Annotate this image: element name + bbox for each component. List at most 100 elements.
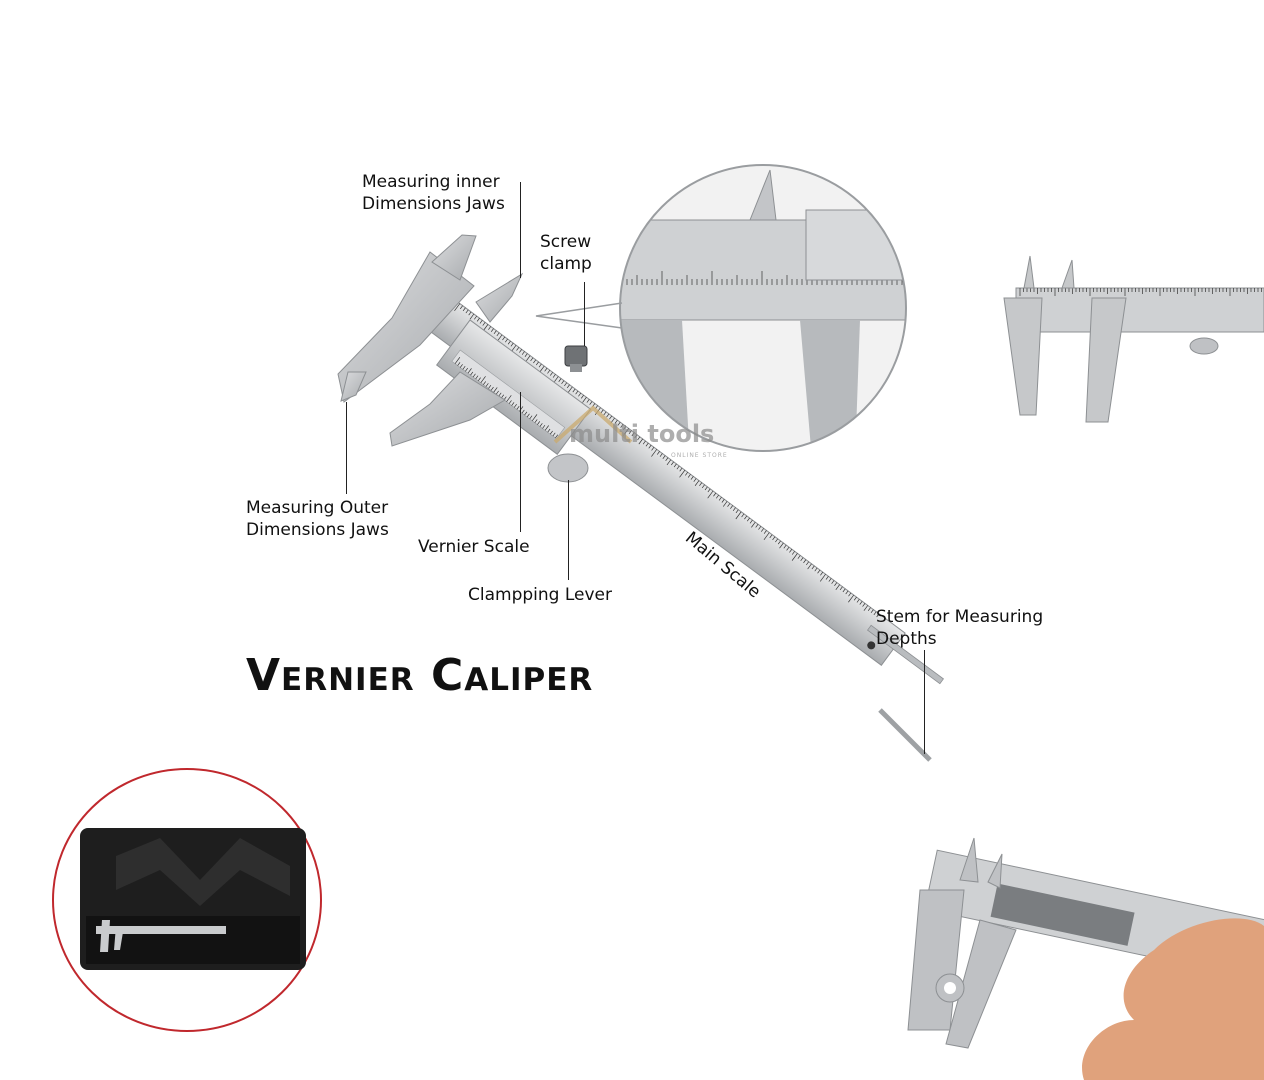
leader-clamp-lever <box>568 480 569 580</box>
caliper-case-photo <box>52 768 322 1032</box>
scale-tick <box>873 611 877 616</box>
scale-tick <box>755 524 759 528</box>
scale-tick <box>651 447 655 451</box>
scale-tick <box>679 467 683 472</box>
label-inner-jaws: Measuring inner Dimensions Jaws <box>362 172 505 214</box>
scale-tick <box>586 399 590 403</box>
scale-tick <box>529 415 533 420</box>
scale-tick <box>558 378 562 382</box>
screw-clamp <box>564 345 588 372</box>
scale-tick <box>506 395 512 402</box>
scale-tick <box>642 440 646 445</box>
caliper-in-hand-photo <box>907 837 1264 1080</box>
scale-tick <box>775 538 779 543</box>
scale-tick <box>572 388 576 393</box>
scale-tick <box>713 492 717 497</box>
scale-tick <box>842 588 846 593</box>
label-clamp-lever: Clampping Lever <box>468 585 612 605</box>
scale-tick <box>835 584 840 591</box>
watermark-logo: multi tools ONLINE STORE <box>545 398 735 468</box>
scale-tick <box>534 419 538 423</box>
scale-tick <box>651 449 658 457</box>
fixed-jaw <box>337 234 477 403</box>
scale-tick <box>535 361 539 366</box>
scale-tick <box>538 363 542 368</box>
scale-tick <box>480 376 486 383</box>
watermark-tagline: ONLINE STORE <box>671 452 728 459</box>
scale-tick <box>828 578 832 582</box>
scale-tick <box>510 342 514 347</box>
scale-tick <box>564 382 568 387</box>
scale-tick <box>482 322 486 326</box>
label-vernier-scale: Vernier Scale <box>418 537 530 557</box>
scale-tick <box>701 484 705 489</box>
scale-tick <box>521 409 525 414</box>
scale-tick <box>493 330 497 335</box>
scale-tick <box>614 419 618 424</box>
scale-tick <box>825 576 829 580</box>
scale-tick <box>656 451 660 455</box>
scale-tick <box>763 530 767 534</box>
scale-tick <box>783 544 787 549</box>
scale-tick <box>530 357 534 362</box>
scale-tick <box>777 540 781 545</box>
scale-tick <box>502 336 506 341</box>
scale-tick <box>479 320 483 324</box>
scale-tick <box>848 592 852 597</box>
scale-tick <box>751 521 756 528</box>
leader-inner-jaws <box>520 182 521 278</box>
scale-tick <box>707 490 714 499</box>
scale-tick <box>735 511 742 520</box>
scale-tick <box>634 434 638 439</box>
scale-tick <box>488 385 492 389</box>
page-title: Vernier Caliper <box>246 650 594 701</box>
scale-tick <box>659 453 663 457</box>
scale-tick <box>496 332 500 337</box>
scale-tick <box>539 423 543 427</box>
scale-tick <box>459 364 463 368</box>
scale-tick <box>735 509 739 514</box>
label-screw-clamp: Screw clamp <box>540 232 592 274</box>
scale-tick <box>521 351 525 355</box>
scale-tick <box>454 357 461 364</box>
scale-tick <box>769 534 773 539</box>
scale-tick <box>468 311 472 316</box>
leader-screw-clamp <box>584 282 585 346</box>
scale-tick <box>806 561 809 566</box>
scale-tick <box>670 461 674 466</box>
scale-tick <box>498 392 502 397</box>
scale-tick <box>631 432 635 437</box>
scale-tick <box>863 605 869 611</box>
scale-tick <box>856 598 860 603</box>
scale-tick <box>732 507 736 512</box>
scale-tick <box>727 503 731 507</box>
scale-tick <box>761 528 764 532</box>
scale-tick <box>483 381 487 385</box>
scale-tick <box>685 471 688 476</box>
scale-tick <box>493 387 498 393</box>
scale-tick <box>462 307 466 312</box>
scale-tick <box>542 424 546 429</box>
scale-tick <box>547 428 551 433</box>
scale-tick <box>600 409 604 414</box>
scale-tick <box>797 555 801 559</box>
scale-tick <box>555 434 559 439</box>
scale-tick <box>470 371 474 376</box>
scale-tick <box>472 373 476 378</box>
caliper-photo-top-right <box>1003 255 1264 423</box>
scale-tick <box>690 476 694 480</box>
scale-tick <box>469 313 475 320</box>
scale-tick <box>791 553 798 561</box>
vernier-slider <box>435 319 592 455</box>
scale-tick <box>718 496 722 501</box>
scale-tick <box>746 517 750 522</box>
scale-tick <box>811 565 815 570</box>
scale-tick <box>544 425 549 431</box>
scale-tick <box>552 374 556 378</box>
scale-tick <box>504 338 508 343</box>
moving-jaw <box>389 272 524 447</box>
scale-tick <box>741 513 745 518</box>
scale-tick <box>519 406 524 412</box>
scale-tick <box>676 465 680 470</box>
